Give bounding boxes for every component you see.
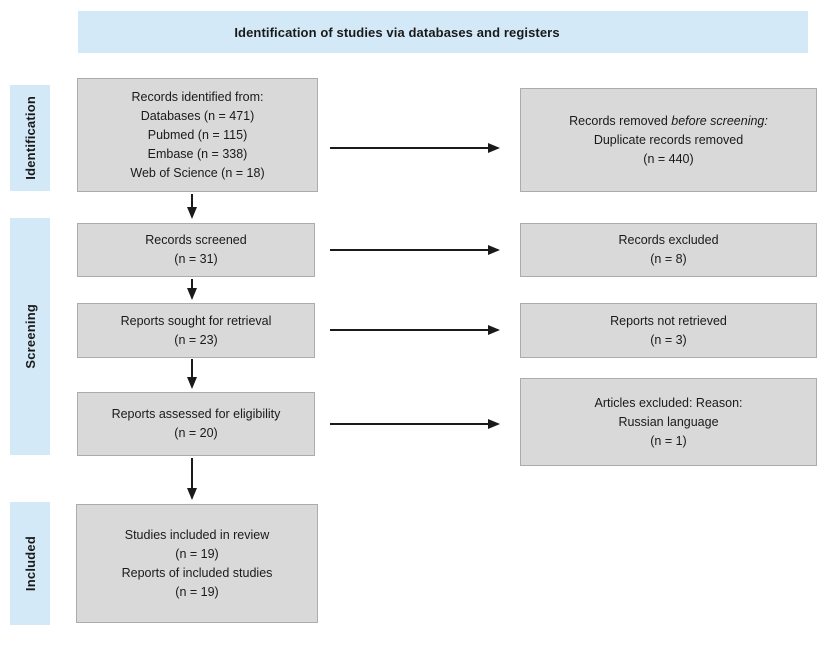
- box-line: Reports sought for retrieval: [120, 313, 272, 328]
- stage-label-identification: Identification: [10, 85, 50, 191]
- box-line: Web of Science (n = 18): [130, 165, 265, 180]
- box-studies-included: Studies included in review (n = 19) Repo…: [76, 504, 318, 623]
- box-line: Databases (n = 471): [140, 108, 255, 123]
- box-reports-sought: Reports sought for retrieval (n = 23): [77, 303, 315, 358]
- diagram-header-title: Identification of studies via databases …: [234, 24, 560, 40]
- box-line: Articles excluded: Reason:: [594, 395, 743, 410]
- box-records-identified: Records identified from: Databases (n = …: [77, 78, 318, 192]
- box-line: Reports of included studies: [121, 565, 273, 580]
- box-line: (n = 440): [643, 151, 694, 166]
- stage-label-identification-text: Identification: [22, 96, 38, 180]
- box-records-removed: Records removed before screening: Duplic…: [520, 88, 817, 192]
- box-line-italic: before screening:: [671, 113, 768, 128]
- stage-label-screening: Screening: [10, 218, 50, 455]
- box-line: (n = 1): [650, 433, 687, 448]
- stage-label-included: Included: [10, 502, 50, 625]
- box-line: Studies included in review: [124, 527, 270, 542]
- box-line: Pubmed (n = 115): [147, 127, 248, 142]
- box-line: Russian language: [618, 414, 719, 429]
- stage-label-screening-text: Screening: [22, 304, 38, 369]
- box-line: Records excluded: [618, 233, 719, 247]
- box-line: (n = 31): [174, 252, 218, 266]
- box-reports-not-retrieved: Reports not retrieved (n = 3): [520, 303, 817, 358]
- box-reports-assessed: Reports assessed for eligibility (n = 20…: [77, 392, 315, 456]
- stage-label-included-text: Included: [22, 535, 38, 592]
- box-line: Records removed before screening:: [569, 112, 768, 131]
- box-records-screened: Records screened (n = 31): [77, 223, 315, 277]
- box-line: Reports not retrieved: [610, 313, 727, 328]
- box-line-part: Records removed: [569, 113, 672, 128]
- diagram-header: Identification of studies via databases …: [78, 11, 808, 53]
- box-line: Reports assessed for eligibility: [111, 407, 281, 421]
- box-articles-excluded: Articles excluded: Reason: Russian langu…: [520, 378, 817, 466]
- box-line: (n = 8): [650, 252, 687, 266]
- box-line: Records identified from:: [131, 89, 264, 104]
- box-line: (n = 20): [174, 426, 218, 440]
- box-line: (n = 3): [650, 332, 687, 347]
- box-line: (n = 19): [175, 546, 219, 561]
- box-line: (n = 19): [175, 584, 219, 599]
- box-line: Records screened: [145, 233, 247, 247]
- box-records-excluded: Records excluded (n = 8): [520, 223, 817, 277]
- box-line: (n = 23): [174, 332, 218, 347]
- box-line: Embase (n = 338): [147, 146, 248, 161]
- box-line: Duplicate records removed: [593, 132, 744, 147]
